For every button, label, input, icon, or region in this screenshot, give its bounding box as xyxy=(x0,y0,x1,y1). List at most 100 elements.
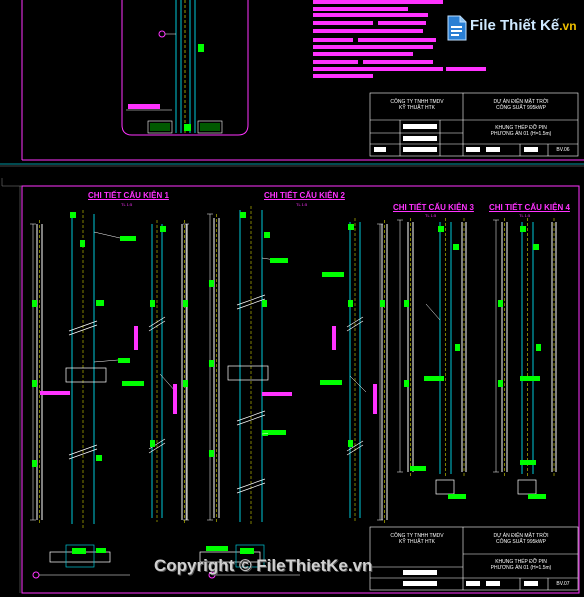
dimension-tag xyxy=(533,244,539,250)
base-plate xyxy=(435,479,455,495)
dimension-tag xyxy=(320,380,342,385)
dimension-tag xyxy=(206,546,228,551)
dimension-tag xyxy=(72,548,86,554)
dimension-tag xyxy=(348,300,353,307)
detail-title-2: CHI TIẾT CẤU KIỆN 2 xyxy=(264,191,345,200)
break-line xyxy=(346,440,364,452)
break-line xyxy=(236,294,266,306)
dimension-tag xyxy=(268,430,286,435)
leader-line xyxy=(93,359,119,363)
dimension-tag xyxy=(122,381,144,386)
dimension-tag xyxy=(270,258,288,263)
dimension-tag xyxy=(120,236,136,241)
dimension-tag xyxy=(32,460,37,467)
dimension-tag xyxy=(498,380,503,387)
break-line xyxy=(68,324,98,336)
dimension-tag xyxy=(348,440,353,447)
dimension-tag xyxy=(209,450,214,457)
title-block-bottom xyxy=(369,526,579,591)
dimension-tag xyxy=(536,344,541,351)
logo-main: File Thiết Kế xyxy=(470,17,560,34)
dimension-tag xyxy=(262,430,268,436)
dimension-tag xyxy=(410,466,426,471)
dimension-tag xyxy=(70,212,76,218)
note-tag xyxy=(40,391,70,395)
file-icon xyxy=(447,15,467,41)
note-tag xyxy=(173,384,177,414)
dimension-tag xyxy=(404,300,409,307)
break-line xyxy=(236,478,266,490)
dimension-tag xyxy=(209,280,214,287)
dimension-tag xyxy=(520,226,526,232)
dimension-tag xyxy=(183,380,188,387)
dimension-tag xyxy=(150,300,155,307)
base-detail xyxy=(199,551,261,563)
leader-line xyxy=(93,231,121,239)
base-detail xyxy=(65,544,95,568)
break-line xyxy=(346,444,364,456)
dimension-tag xyxy=(32,380,37,387)
logo-suffix: .vn xyxy=(559,19,577,33)
base-plate xyxy=(517,479,537,495)
dimension-tag xyxy=(498,300,503,307)
dimension-tag xyxy=(240,548,254,554)
grid-marker xyxy=(32,571,40,579)
dimension-tag xyxy=(438,226,444,232)
detail-title-4: CHI TIẾT CẤU KIỆN 4 xyxy=(489,203,570,212)
detail-scale-3: TL 1:5 xyxy=(425,213,437,218)
dimension-tag xyxy=(348,224,354,230)
break-line xyxy=(148,316,166,328)
copyright-watermark: Copyright © FileThietKe.vn xyxy=(154,556,373,575)
notes-block xyxy=(313,0,486,78)
dimension-tag xyxy=(264,232,270,238)
dimension-tag xyxy=(160,226,166,232)
detail-scale-1: TL 1:5 xyxy=(121,202,133,207)
dimension-tag xyxy=(424,376,444,381)
break-line xyxy=(236,482,266,494)
bracket-plate xyxy=(65,367,107,383)
sheet-bv07 xyxy=(1,178,580,594)
note-tag xyxy=(262,392,292,396)
title-block-top-fills xyxy=(374,124,538,152)
break-line xyxy=(148,438,166,450)
break-line xyxy=(236,298,266,310)
break-line xyxy=(236,414,266,426)
dimension-tag xyxy=(209,360,214,367)
base-detail xyxy=(235,544,265,568)
dimension-tag xyxy=(455,344,460,351)
break-line xyxy=(68,448,98,460)
bracket-plate xyxy=(227,365,269,381)
detail-drawings xyxy=(30,206,557,579)
dimension-tag xyxy=(520,376,540,381)
break-line xyxy=(346,320,364,332)
note-tag xyxy=(134,326,138,350)
detail-title-3: CHI TIẾT CẤU KIỆN 3 xyxy=(393,203,474,212)
dimension-tag xyxy=(380,300,385,307)
dimension-tag xyxy=(528,494,546,499)
dimension-tag xyxy=(80,240,85,247)
dimension-tag xyxy=(183,300,188,307)
leader-line xyxy=(349,375,367,393)
tb-top-sheet-no: BV.06 xyxy=(556,147,570,153)
break-line xyxy=(148,320,166,332)
dimension-tag xyxy=(32,300,37,307)
dimension-tag xyxy=(453,244,459,250)
break-line xyxy=(236,410,266,422)
detail-scale-2: TL 1:5 xyxy=(296,202,308,207)
dimension-tag xyxy=(520,460,536,465)
break-line xyxy=(68,444,98,456)
detail-scale-4: TL 1:5 xyxy=(519,213,531,218)
note-tag xyxy=(332,326,336,350)
dimension-tag xyxy=(96,300,104,306)
title-block-top xyxy=(369,92,579,157)
break-line xyxy=(68,320,98,332)
title-block-bottom-fills xyxy=(403,570,538,586)
dimension-tag xyxy=(96,548,106,553)
dimension-tag xyxy=(118,358,130,363)
watermark-logo: File Thiết Kế.vn xyxy=(446,13,577,43)
